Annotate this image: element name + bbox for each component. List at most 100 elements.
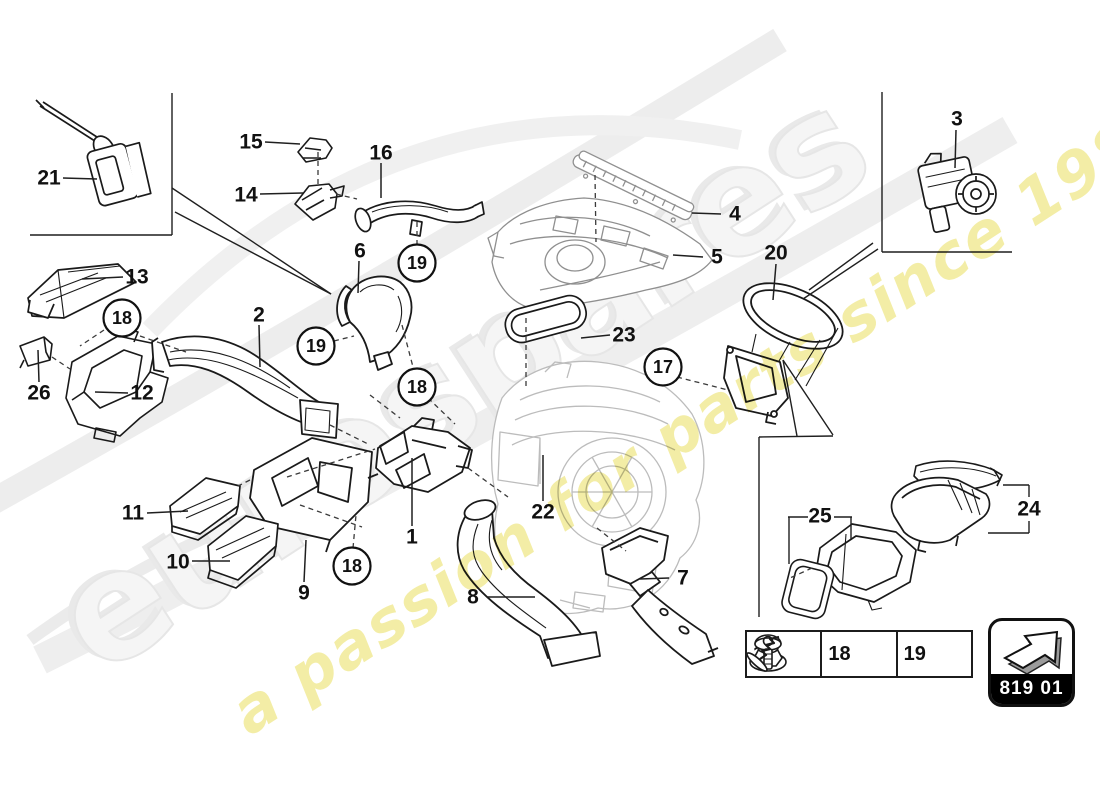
leader-line-21 — [62, 177, 98, 180]
circled-label-ring-18 — [332, 546, 372, 586]
part-11-vent — [169, 477, 241, 541]
leader-line-14 — [259, 192, 304, 195]
leader-line-13 — [81, 276, 124, 280]
dashed-connector — [401, 324, 414, 368]
part-label-21: 21 — [37, 167, 61, 190]
legend-num-18: 18 — [828, 642, 851, 665]
bracket-line — [174, 211, 332, 295]
circled-label-18: 18 — [407, 377, 427, 397]
part-label-7: 7 — [677, 567, 689, 590]
dashed-connector — [51, 356, 71, 370]
dashed-connector — [335, 193, 358, 200]
part-label-3: 3 — [951, 108, 963, 131]
part-6-elbow-duct — [336, 275, 413, 371]
leader-line-5 — [672, 254, 704, 258]
circled-label-ring-18 — [102, 298, 142, 338]
part-label-2: 2 — [253, 304, 265, 327]
dashed-connector — [139, 335, 187, 353]
bracket-line — [782, 359, 834, 436]
circled-label-19: 19 — [407, 253, 427, 273]
leader-line-7 — [639, 577, 670, 580]
part-21-sensor — [35, 99, 152, 207]
dashed-connector — [352, 514, 357, 549]
part-16-duct — [354, 200, 485, 237]
part-26-strip — [19, 336, 53, 369]
part-label-10: 10 — [166, 551, 189, 574]
dashed-connector — [594, 174, 597, 243]
circled-label-18: 18 — [342, 556, 362, 576]
circled-label-18: 18 — [112, 308, 132, 328]
bracket-line — [808, 242, 874, 291]
leader-line-6 — [357, 260, 360, 294]
part-label-15: 15 — [239, 131, 263, 154]
leader-line-2 — [258, 324, 261, 368]
part-24-vent-basket — [890, 476, 991, 553]
part-label-1: 1 — [406, 526, 418, 549]
leader-line-3 — [954, 129, 957, 169]
dashed-connector — [237, 479, 251, 487]
part-label-13: 13 — [125, 266, 148, 289]
leader-line-23 — [580, 334, 611, 339]
leader-line-4 — [691, 212, 722, 215]
part-25-vent-box — [815, 523, 917, 611]
part-label-12: 12 — [130, 382, 153, 405]
leader-line-26 — [37, 349, 40, 383]
part-25-gasket — [781, 558, 835, 620]
dashed-connectors — [51, 152, 813, 579]
dashed-connector — [333, 335, 355, 342]
dashed-connector — [299, 504, 363, 528]
part-14-bracket — [294, 183, 345, 221]
part-20-defroster-vent — [723, 282, 844, 425]
part-label-20: 20 — [764, 242, 787, 265]
part-label-16: 16 — [369, 142, 392, 165]
part-label-9: 9 — [298, 582, 310, 605]
part-label-22: 22 — [531, 501, 554, 524]
part-1-center-duct — [375, 417, 473, 493]
leader-line-9 — [303, 539, 307, 583]
dashed-connector — [79, 329, 105, 347]
leader-line-12 — [94, 391, 129, 394]
leader-line-20 — [772, 263, 777, 301]
dashed-connector — [286, 448, 376, 478]
bracket-line — [782, 359, 798, 437]
dashed-connector — [789, 567, 813, 579]
part-8-duct — [456, 499, 601, 667]
part-label-5: 5 — [711, 246, 723, 269]
arrow-3d-icon — [991, 621, 1072, 674]
diagram-code-badge: 819 01 — [988, 618, 1075, 707]
part-3-actuator — [917, 152, 997, 233]
part-15-clip — [297, 137, 333, 163]
dashed-connector — [676, 376, 729, 391]
fastener-legend: 17 18 — [745, 630, 973, 678]
leader-line-11 — [146, 510, 189, 514]
diagram-code: 819 01 — [991, 674, 1072, 704]
part-hvac-unit — [490, 360, 705, 615]
bracket-lines — [30, 92, 1030, 617]
leader-line-15 — [264, 141, 301, 145]
bracket-line — [758, 435, 834, 438]
part-2-duct — [151, 335, 339, 439]
circled-label-ring-19 — [296, 326, 336, 366]
bracket-line — [802, 248, 879, 300]
dashed-connector — [427, 397, 456, 425]
part-12-bracket-assembly — [65, 327, 169, 443]
legend-num-19: 19 — [903, 642, 926, 665]
dashed-connector — [329, 424, 371, 446]
part-label-26: 26 — [27, 382, 50, 405]
circled-label-17: 17 — [653, 357, 673, 377]
part-label-8: 8 — [467, 586, 479, 609]
circled-label-ring-18 — [397, 367, 437, 407]
part-label-11: 11 — [122, 502, 145, 525]
part-label-4: 4 — [729, 203, 741, 226]
circled-label-ring-19 — [397, 243, 437, 283]
part-label-25: 25 — [808, 505, 832, 528]
legend-cell-19: 19 — [747, 632, 971, 676]
part-label-24: 24 — [1017, 498, 1041, 521]
legend-cell-18: 18 — [754, 632, 898, 676]
part-label-6: 6 — [354, 240, 366, 263]
part-10-vent — [207, 515, 279, 589]
part-label-23: 23 — [612, 324, 635, 347]
